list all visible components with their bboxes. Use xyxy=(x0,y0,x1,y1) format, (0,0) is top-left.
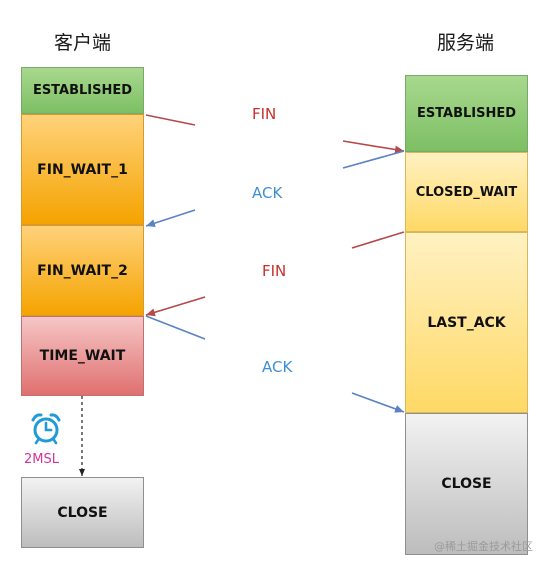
message-ack-2: ACK xyxy=(262,358,293,376)
client-state-fin-wait-2: FIN_WAIT_2 xyxy=(21,225,144,316)
ack-1-arrow-start xyxy=(342,150,405,169)
ack-2-arrow-end xyxy=(351,392,405,413)
client-title: 客户端 xyxy=(54,32,112,54)
server-state-closed-wait: CLOSED_WAIT xyxy=(405,152,528,232)
client-state-fin-wait-1: FIN_WAIT_1 xyxy=(21,114,144,225)
fin-1-arrow-end xyxy=(342,140,405,154)
client-state-close: CLOSE xyxy=(21,477,144,548)
message-fin-1: FIN xyxy=(252,105,277,123)
message-fin-2: FIN xyxy=(262,262,287,280)
fin-2-arrow-end xyxy=(145,296,206,317)
timer-label-2msl: 2MSL xyxy=(24,452,59,467)
server-state-established: ESTABLISHED xyxy=(405,75,528,152)
server-state-close: CLOSE xyxy=(405,413,528,555)
fin-2-arrow-start xyxy=(351,231,405,249)
message-ack-1: ACK xyxy=(252,184,283,202)
ack-2-arrow-start xyxy=(145,315,206,340)
client-state-time-wait: TIME_WAIT xyxy=(21,316,144,396)
watermark: @稀土掘金技术社区 xyxy=(434,540,533,553)
alarm-clock-icon xyxy=(31,413,61,445)
server-title: 服务端 xyxy=(437,32,495,54)
ack-1-arrow-end xyxy=(145,209,196,228)
fin-1-arrow-start xyxy=(145,114,196,126)
server-state-last-ack: LAST_ACK xyxy=(405,232,528,413)
client-state-established: ESTABLISHED xyxy=(21,67,144,114)
